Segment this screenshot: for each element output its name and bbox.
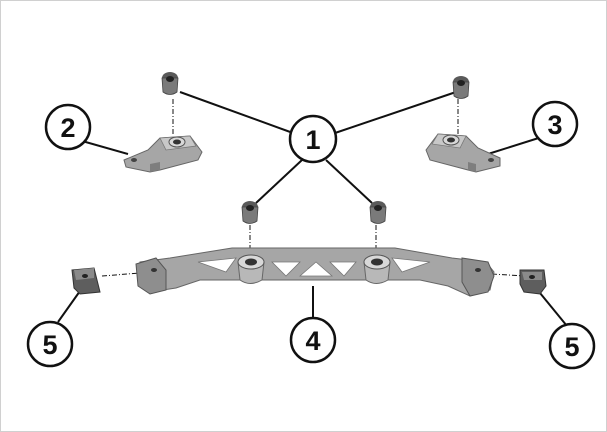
clip-right <box>519 269 547 295</box>
clip-left <box>71 267 101 295</box>
callout-4: 4 <box>289 316 337 364</box>
callout-2-label: 2 <box>60 113 75 143</box>
callout-3-label: 3 <box>547 110 562 140</box>
grommet-lower-left <box>241 201 259 224</box>
bracket-left <box>123 135 203 173</box>
grommet-lower-right <box>369 201 387 224</box>
grommet-top-left <box>161 72 179 95</box>
callout-5-right-label: 5 <box>564 332 579 362</box>
callout-5-left-label: 5 <box>42 330 57 360</box>
bracket-right <box>425 133 501 173</box>
callout-5-left: 5 <box>26 320 74 368</box>
grommet-top-right <box>452 76 470 99</box>
cross-member <box>135 247 495 297</box>
callout-1: 1 <box>288 114 338 164</box>
callout-2: 2 <box>44 103 92 151</box>
callout-3: 3 <box>531 100 579 148</box>
callout-5-right: 5 <box>548 322 596 370</box>
callout-1-label: 1 <box>305 125 320 155</box>
leader-lines <box>57 91 568 327</box>
callout-4-label: 4 <box>305 326 320 356</box>
